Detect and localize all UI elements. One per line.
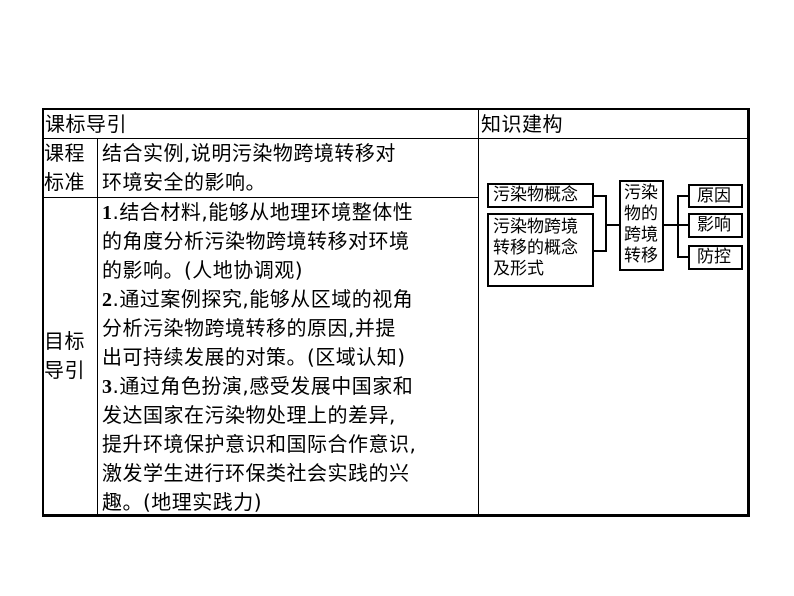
connector-line: [664, 224, 678, 226]
node-label: 污染: [624, 183, 658, 203]
node-impact: 影响: [688, 213, 743, 238]
goal-text: 结合材料,能够从地理环境整体性: [119, 200, 414, 224]
node-label: 跨境: [624, 225, 658, 245]
standard-label-line: 课程: [44, 141, 85, 165]
goal-2-line: 分析污染物跨境转移的原因,并提: [102, 316, 396, 340]
goals-label-line: 导引: [44, 358, 85, 382]
goal-number: 1: [102, 202, 113, 224]
node-label: 物的: [624, 204, 658, 224]
connector-line: [605, 195, 607, 252]
header-row-divider: [42, 138, 750, 139]
goal-2-line: 出可持续发展的对策。(区域认知): [102, 345, 406, 369]
goal-3-line: 3.通过角色扮演,感受发展中国家和: [102, 374, 414, 398]
lesson-guide-table: [42, 108, 750, 517]
node-label: 及形式: [493, 259, 544, 279]
node-pollutant-concept: 污染物概念: [487, 183, 594, 208]
standard-row-divider: [42, 197, 478, 198]
node-cause: 原因: [688, 184, 743, 208]
connector-line: [677, 224, 688, 226]
goal-1-line: 的角度分析污染物跨境转移对环境: [102, 229, 410, 253]
standard-text-line: 结合实例,说明污染物跨境转移对: [102, 141, 396, 165]
node-label: 转移的概念: [493, 238, 578, 258]
connector-line: [677, 195, 679, 258]
node-prevention: 防控: [688, 245, 743, 270]
goal-text: 通过角色扮演,感受发展中国家和: [119, 374, 414, 398]
standard-text: 结合实例,说明污染物跨境转移对 环境安全的影响。: [102, 139, 396, 197]
goal-3-line: 激发学生进行环保类社会实践的兴: [102, 461, 410, 485]
goal-3-line: 提升环境保护意识和国际合作意识,: [102, 432, 417, 456]
goal-3-line: 趣。(地理实践力): [102, 490, 263, 514]
node-label: 污染物概念: [493, 185, 578, 205]
main-column-divider: [478, 108, 479, 517]
node-cross-border-transfer: 污染 物的 跨境 转移: [619, 180, 664, 271]
node-label: 转移: [624, 246, 658, 266]
goal-text: 通过案例探究,能够从区域的视角: [119, 287, 414, 311]
node-transfer-concept: 污染物跨境 转移的概念 及形式: [487, 213, 594, 287]
goal-number: 3: [102, 376, 113, 398]
goal-2-line: 2.通过案例探究,能够从区域的视角: [102, 287, 414, 311]
node-label: 影响: [697, 215, 731, 235]
connector-line: [677, 195, 688, 197]
goals-label-line: 目标: [44, 329, 85, 353]
node-label: 原因: [697, 186, 731, 206]
connector-line: [594, 195, 606, 197]
header-lesson-guide: 课标导引: [45, 112, 127, 136]
standard-label-line: 标准: [44, 170, 85, 194]
goal-3-line: 发达国家在污染物处理上的差异,: [102, 403, 396, 427]
header-knowledge-construction: 知识建构: [481, 112, 563, 136]
goal-1-line: 1.结合材料,能够从地理环境整体性: [102, 200, 414, 224]
goal-number: 2: [102, 289, 113, 311]
goals-text: 1.结合材料,能够从地理环境整体性 的角度分析污染物跨境转移对环境 的影响。(人…: [102, 198, 416, 517]
node-label: 污染物跨境: [493, 217, 578, 237]
node-label: 防控: [697, 247, 731, 267]
connector-line: [605, 224, 619, 226]
connector-line: [594, 250, 606, 252]
standard-label: 课程 标准: [44, 139, 85, 197]
standard-text-line: 环境安全的影响。: [102, 170, 266, 194]
goal-1-line: 的影响。(人地协调观): [102, 258, 304, 282]
goals-label: 目标 导引: [44, 327, 85, 385]
connector-line: [677, 256, 688, 258]
label-column-divider: [97, 138, 98, 517]
